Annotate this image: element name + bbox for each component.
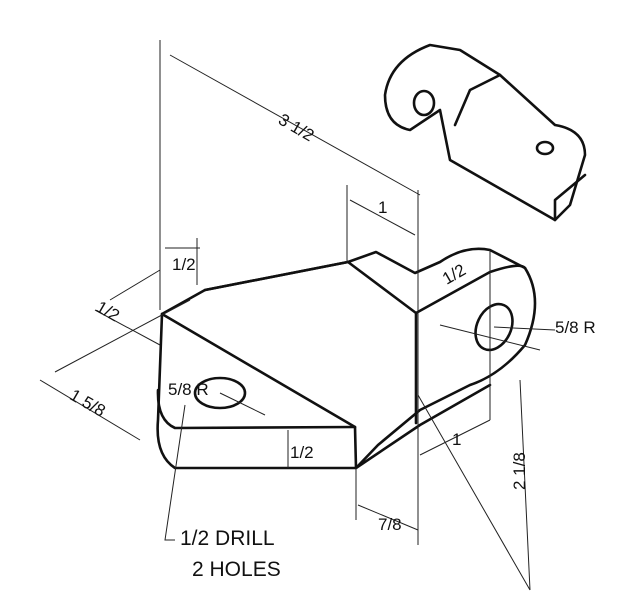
drill-note: 1/2 DRILL 2 HOLES <box>180 527 281 581</box>
right-hole <box>474 302 514 352</box>
pictorial-hole-right <box>535 140 555 156</box>
pictorial-hole-left <box>412 89 436 117</box>
left-hole <box>193 376 247 410</box>
dim-left-wall: 1/2 <box>172 255 196 274</box>
dim-right-boss: 1/2 <box>439 260 469 288</box>
pictorial-view <box>383 43 587 222</box>
dim-overall-length: 3 1/2 <box>275 110 317 145</box>
dim-bottom-offset: 7/8 <box>378 515 402 534</box>
main-part <box>156 247 537 470</box>
dim-overall-height: 2 1/8 <box>510 452 529 490</box>
dim-top-step: 1 <box>378 198 387 217</box>
dimension-lines <box>39 40 556 591</box>
drill-note-line1: 1/2 DRILL <box>180 527 275 550</box>
dim-left-top: 1/2 <box>93 297 123 325</box>
dim-right-hole-radius: 5/8 R <box>555 318 596 337</box>
dim-left-hole-radius: 5/8 R <box>168 380 209 399</box>
dimension-labels: 3 1/2 1 1/2 1/2 5/8 R 1 5/8 1/2 1/2 5/8 … <box>66 110 595 534</box>
dim-left-hole-offset: 1 5/8 <box>66 385 108 420</box>
dim-base-thickness: 1/2 <box>290 443 314 462</box>
drill-note-line2: 2 HOLES <box>192 558 281 581</box>
dim-right-boss-length: 1 <box>452 430 461 449</box>
